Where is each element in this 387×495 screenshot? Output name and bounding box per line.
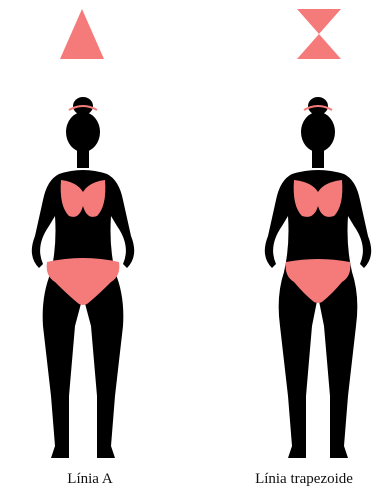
hourglass-icon [295,7,343,61]
figure-panel-trapezoid: Línia trapezoide [197,0,387,495]
triangle-icon [58,7,106,61]
figure-caption: Línia trapezoide [209,471,387,488]
woman-silhouette-a-line [7,96,157,464]
figure-panel-a-line: Línia A [0,0,190,495]
figure-caption: Línia A [0,471,180,488]
woman-silhouette-trapezoid [242,96,387,464]
